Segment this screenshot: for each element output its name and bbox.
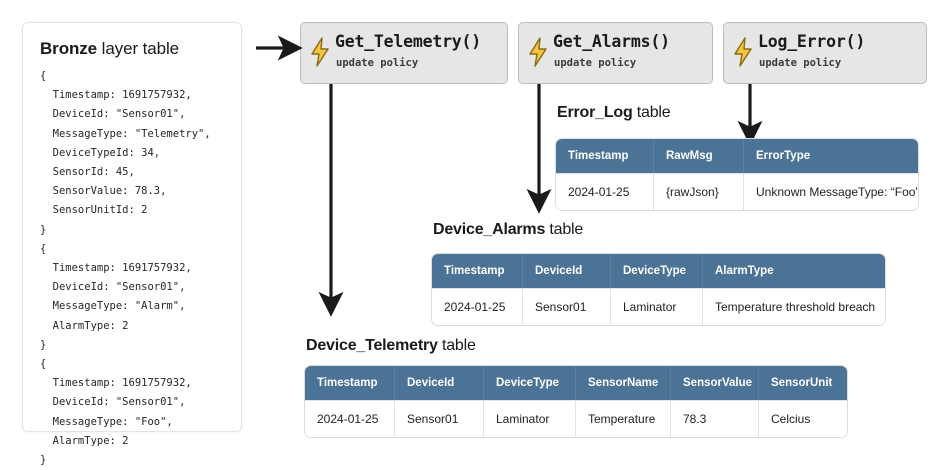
table-cell: Temperature (576, 400, 671, 437)
table-cell: Laminator (611, 288, 703, 325)
device-alarms-table: Timestamp DeviceId DeviceType AlarmType … (432, 254, 885, 325)
column-header: DeviceType (611, 254, 703, 288)
table-cell: 2024-01-25 (432, 288, 523, 325)
error-log-title-rest: table (632, 104, 671, 121)
device-telemetry-table-title: Device_Telemetry table (306, 337, 476, 355)
table-cell: Laminator (484, 400, 576, 437)
device-alarms-table-title: Device_Alarms table (433, 221, 583, 239)
table-cell: Sensor01 (523, 288, 611, 325)
error-log-table: Timestamp RawMsg ErrorType 2024-01-25 {r… (556, 139, 918, 210)
table-cell: Celcius (759, 400, 847, 437)
column-header: DeviceId (523, 254, 611, 288)
device-alarms-title-rest: table (545, 221, 584, 238)
lightning-bolt-icon (309, 37, 331, 67)
error-log-title-bold: Error_Log (557, 104, 633, 121)
column-header: DeviceId (395, 366, 484, 400)
column-header: ErrorType (744, 139, 918, 173)
column-header: SensorValue (671, 366, 759, 400)
table-cell: {rawJson} (654, 173, 744, 210)
table-row: 2024-01-25 Sensor01 Laminator Temperatur… (432, 288, 885, 325)
column-header: RawMsg (654, 139, 744, 173)
lightning-bolt-icon (732, 37, 754, 67)
table-header-row: Timestamp RawMsg ErrorType (556, 139, 918, 173)
function-subtitle-label: update policy (336, 57, 419, 69)
function-box-log-error[interactable]: Log_Error() update policy (723, 22, 927, 84)
error-log-table-title: Error_Log table (557, 104, 671, 122)
function-box-get-telemetry[interactable]: Get_Telemetry() update policy (300, 22, 508, 84)
table-cell: 78.3 (671, 400, 759, 437)
table-cell: 2024-01-25 (556, 173, 654, 210)
function-name-label: Log_Error() (758, 32, 866, 51)
device-telemetry-title-bold: Device_Telemetry (306, 337, 438, 354)
table-row: 2024-01-25 {rawJson} Unknown MessageType… (556, 173, 918, 210)
device-alarms-title-bold: Device_Alarms (433, 221, 546, 238)
column-header: SensorUnit (759, 366, 847, 400)
column-header: Timestamp (305, 366, 395, 400)
column-header: Timestamp (556, 139, 654, 173)
function-subtitle-label: update policy (759, 57, 842, 69)
column-header: AlarmType (703, 254, 885, 288)
column-header: Timestamp (432, 254, 523, 288)
table-cell: Sensor01 (395, 400, 484, 437)
table-cell: Unknown MessageType: “Foo” (744, 173, 918, 210)
device-telemetry-title-rest: table (437, 337, 476, 354)
function-name-label: Get_Alarms() (553, 32, 670, 51)
table-header-row: Timestamp DeviceId DeviceType SensorName… (305, 366, 847, 400)
table-cell: Temperature threshold breach (703, 288, 885, 325)
lightning-bolt-icon (527, 37, 549, 67)
bronze-json-content: { Timestamp: 1691757932, DeviceId: "Sens… (40, 70, 211, 467)
bronze-panel-title: Bronze layer table (40, 39, 179, 59)
function-box-get-alarms[interactable]: Get_Alarms() update policy (518, 22, 713, 84)
table-cell: 2024-01-25 (305, 400, 395, 437)
column-header: SensorName (576, 366, 671, 400)
column-header: DeviceType (484, 366, 576, 400)
device-telemetry-table: Timestamp DeviceId DeviceType SensorName… (305, 366, 847, 437)
bronze-layer-panel: Bronze layer table { Timestamp: 16917579… (22, 22, 242, 466)
bronze-title-bold: Bronze (40, 39, 98, 58)
bronze-title-rest: layer table (97, 39, 179, 58)
table-header-row: Timestamp DeviceId DeviceType AlarmType (432, 254, 885, 288)
table-row: 2024-01-25 Sensor01 Laminator Temperatur… (305, 400, 847, 437)
diagram-canvas: Bronze layer table { Timestamp: 16917579… (22, 22, 927, 466)
function-subtitle-label: update policy (554, 57, 637, 69)
function-name-label: Get_Telemetry() (335, 32, 482, 51)
